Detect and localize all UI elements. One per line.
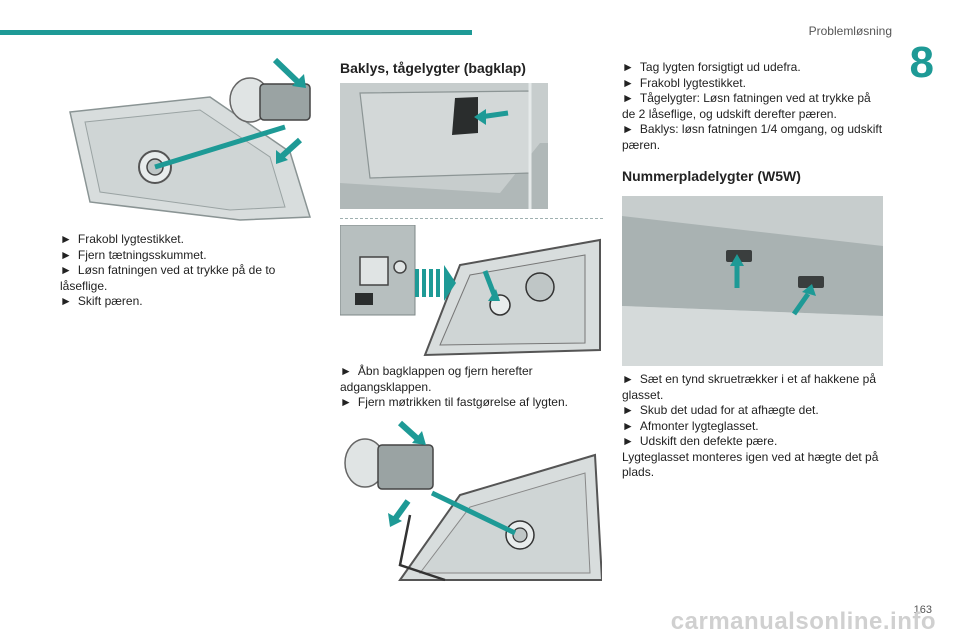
reassembly-note: Lygteglasset monteres igen ved at hægte … (622, 449, 879, 480)
watermark: carmanualsonline.info (670, 608, 936, 635)
column3-instructions-bottom: ►Sæt en tynd skruetrækker i et af hakken… (622, 372, 887, 481)
chapter-number: 8 (909, 38, 934, 87)
list-item: ►Frakobl lygtestikket. (60, 232, 184, 246)
list-item: ►Fjern møtrikken til fastgørelse af lygt… (340, 395, 568, 409)
column3-instructions-top: ►Tag lygten forsigtigt ud udefra. ►Frako… (622, 60, 887, 153)
tail-lamp-nut-illustration (340, 225, 602, 357)
header-accent-bar (0, 30, 472, 35)
list-item: ►Udskift den defekte pære. (622, 434, 778, 448)
column2-heading: Baklys, tågelygter (bagklap) (340, 60, 526, 76)
list-item: ►Åbn bagklappen og fjern herefter adgang… (340, 364, 533, 394)
number-plate-lamp-illustration (622, 196, 883, 366)
tailgate-access-panel-illustration (340, 83, 548, 209)
page-number: 163 (913, 604, 932, 616)
list-item: ►Skift pæren. (60, 294, 143, 308)
fog-lamp-bulb-illustration (340, 415, 602, 587)
list-item: ►Afmonter lygteglasset. (622, 418, 759, 433)
tail-lamp-bulb-illustration (60, 52, 320, 224)
column2-instructions: ►Åbn bagklappen og fjern herefter adgang… (340, 364, 576, 411)
list-item: ►Tågelygter: Løsn fatningen ved at trykk… (622, 91, 871, 121)
list-item: ►Frakobl lygtestikket. (622, 75, 746, 90)
list-item: ►Skub det udad for at afhægte det. (622, 403, 819, 417)
section-title: Problemløsning (808, 24, 892, 38)
column3-heading: Nummerpladelygter (W5W) (622, 168, 801, 184)
list-item: ►Løsn fatningen ved at trykke på de to l… (60, 263, 276, 293)
list-item: ►Fjern tætningsskummet. (60, 247, 207, 262)
section-divider (340, 218, 603, 219)
column1-instructions: ►Frakobl lygtestikket. ►Fjern tætningssk… (60, 232, 292, 310)
list-item: ►Sæt en tynd skruetrækker i et af hakken… (622, 372, 877, 402)
list-item: ►Baklys: løsn fatningen 1/4 omgang, og u… (622, 122, 883, 152)
list-item: ►Tag lygten forsigtigt ud udefra. (622, 60, 801, 74)
